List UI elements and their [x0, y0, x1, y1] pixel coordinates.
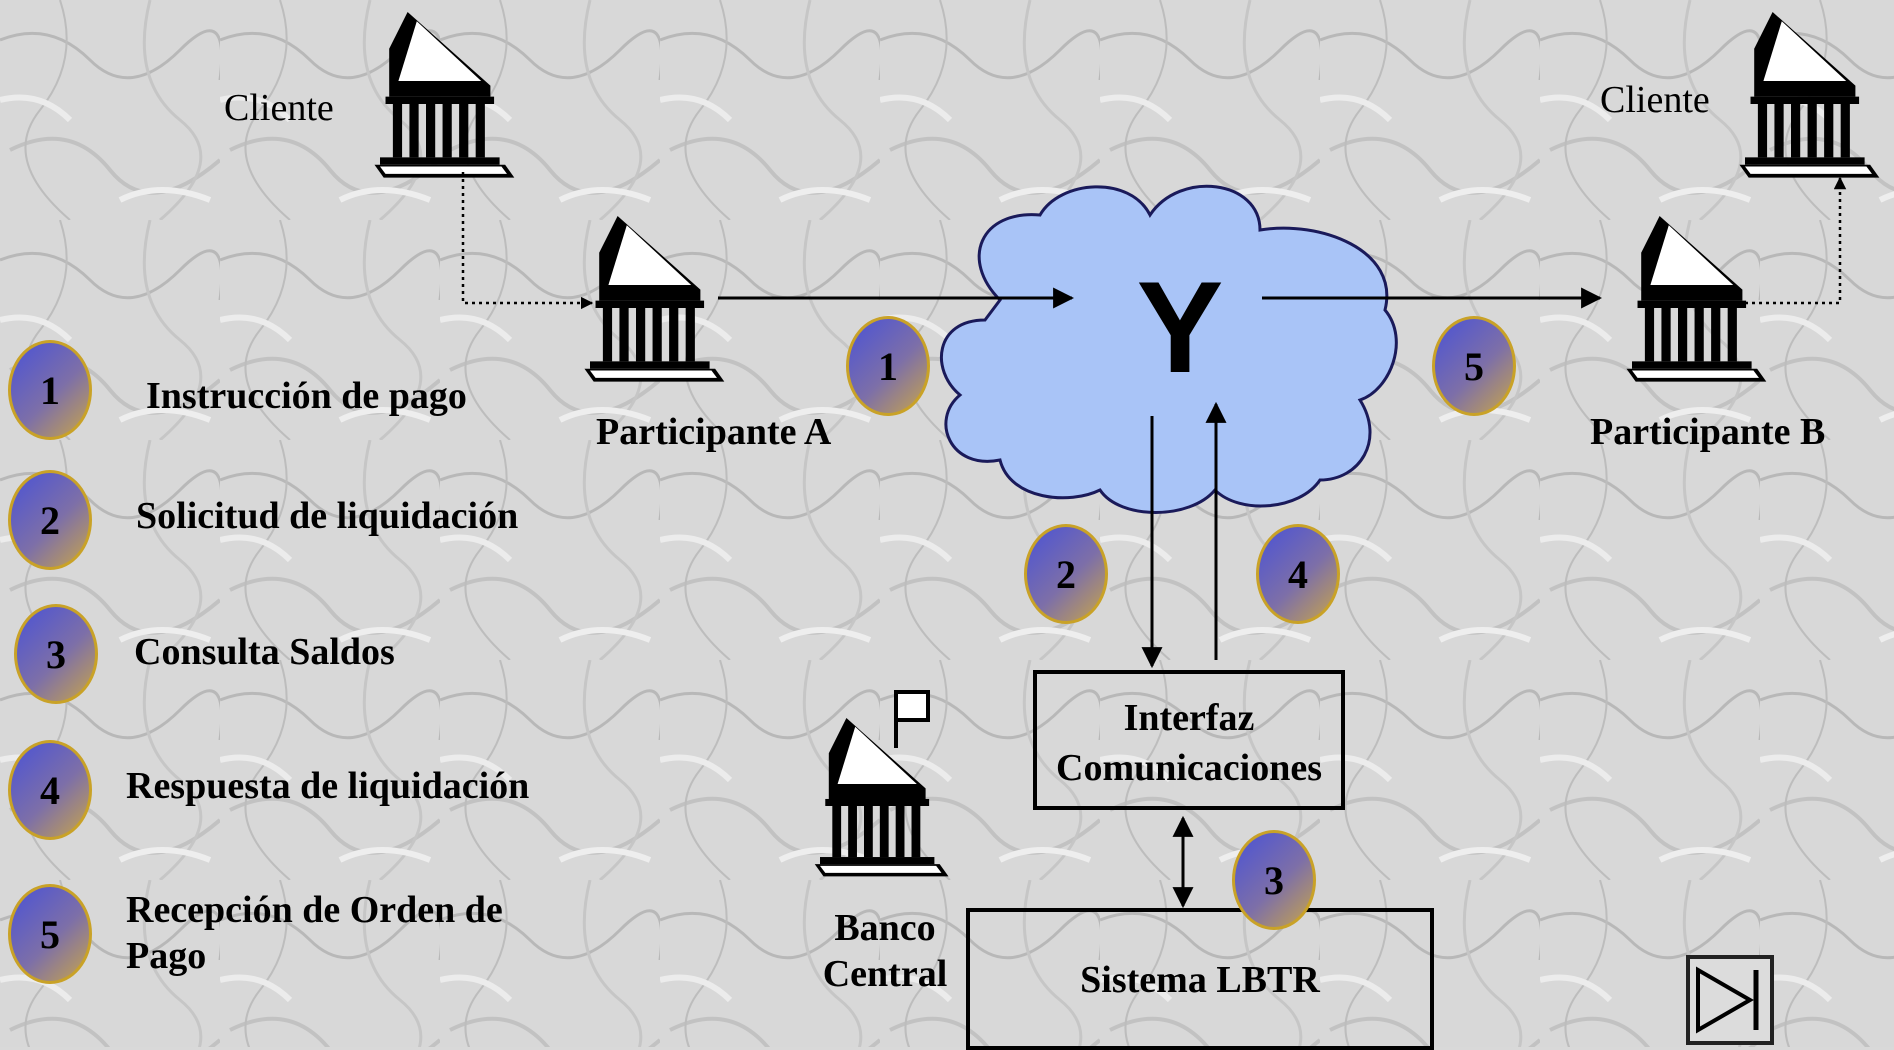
- flow-badge-4: 4: [1256, 524, 1340, 624]
- interfaz-label-line1: Interfaz: [1123, 697, 1255, 739]
- banco-central-line1: Banco: [834, 907, 936, 949]
- flow-badge-3: 3: [1232, 830, 1316, 930]
- legend-text-1: Instrucción de pago: [146, 375, 467, 417]
- legend-text-2: Solicitud de liquidación: [136, 495, 519, 537]
- network-symbol: Y: [1136, 254, 1224, 400]
- legend-badge-1: 1: [8, 340, 92, 440]
- flag: [894, 690, 930, 722]
- legend-text-5-line2: Pago: [126, 935, 207, 977]
- flow-badge-1: 1: [846, 316, 930, 416]
- interfaz-box: [1033, 670, 1345, 810]
- client-a-connector: [461, 172, 594, 310]
- flow-badge-2: 2: [1024, 524, 1108, 624]
- end-show-icon: [1696, 966, 1755, 1034]
- network-cloud: [939, 184, 1398, 514]
- sistema-lbtr-label: Sistema LBTR: [1080, 959, 1320, 1001]
- legend-text-5-line1: Recepción de Orden de: [126, 889, 503, 931]
- legend-badge-5: 5: [8, 884, 92, 984]
- participante-a-label: Participante A: [596, 411, 832, 453]
- cliente-right-label: Cliente: [1600, 79, 1710, 121]
- legend-badge-4: 4: [8, 740, 92, 840]
- cliente-left-label: Cliente: [224, 87, 334, 129]
- legend-text-3: Consulta Saldos: [134, 631, 395, 673]
- legend-badge-2: 2: [8, 470, 92, 570]
- participante-b-label: Participante B: [1590, 411, 1826, 453]
- legend-badge-3: 3: [14, 604, 98, 704]
- legend-text-4: Respuesta de liquidación: [126, 765, 530, 807]
- flow-badge-5: 5: [1432, 316, 1516, 416]
- interfaz-label-line2: Comunicaciones: [1056, 747, 1322, 789]
- banco-central-line2: Central: [822, 953, 948, 995]
